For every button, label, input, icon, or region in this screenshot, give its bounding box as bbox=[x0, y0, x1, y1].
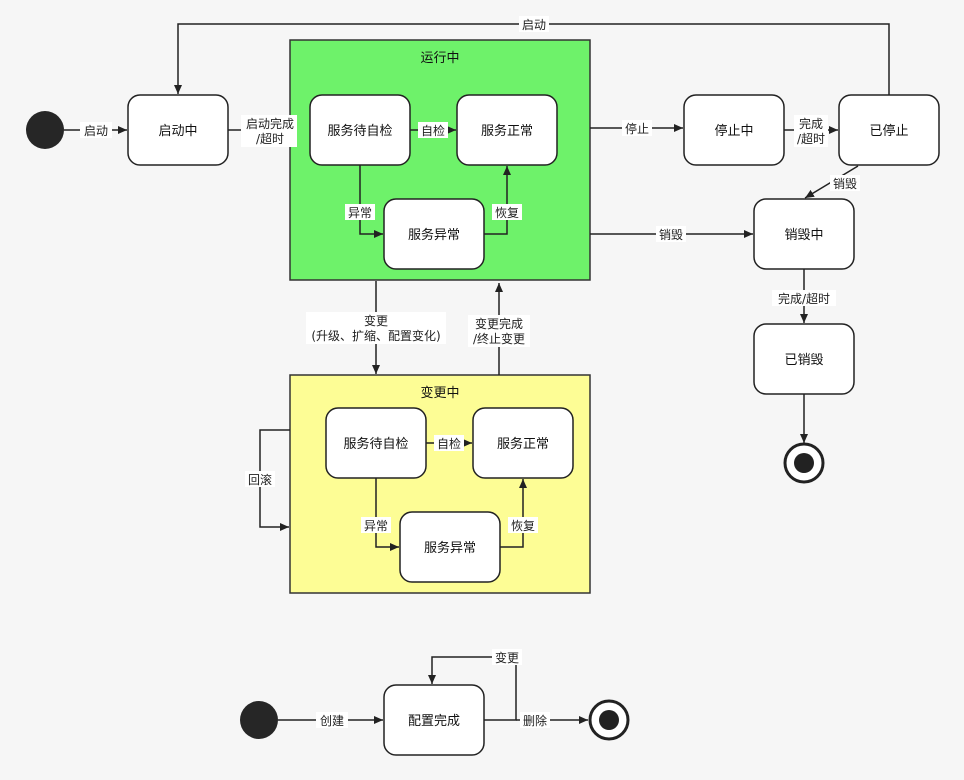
state-stopping[interactable]: 停止中 bbox=[683, 94, 785, 166]
running-group-title: 运行中 bbox=[420, 51, 459, 66]
state-configured[interactable]: 配置完成 bbox=[383, 684, 485, 756]
svg-text:启动完成: 启动完成 bbox=[246, 116, 294, 131]
svg-text:服务异常: 服务异常 bbox=[424, 540, 476, 556]
label-rollback: 回滚 bbox=[245, 471, 275, 487]
state-chg-wait-check[interactable]: 服务待自检 bbox=[325, 407, 427, 479]
svg-text:已销毁: 已销毁 bbox=[784, 353, 823, 368]
svg-text:回滚: 回滚 bbox=[248, 472, 272, 487]
label-create: 创建 bbox=[316, 712, 348, 728]
state-chg-normal[interactable]: 服务正常 bbox=[472, 407, 574, 479]
initial-state-top bbox=[26, 111, 64, 149]
label-start: 启动 bbox=[80, 122, 112, 138]
svg-text:启动: 启动 bbox=[522, 18, 546, 32]
svg-text:创建: 创建 bbox=[320, 714, 344, 728]
label-run-selfcheck: 自检 bbox=[418, 122, 448, 138]
label-run-abnormal: 异常 bbox=[345, 204, 375, 220]
svg-text:恢复: 恢复 bbox=[495, 206, 519, 220]
svg-text:变更: 变更 bbox=[495, 650, 519, 665]
svg-text:销毁中: 销毁中 bbox=[784, 228, 823, 243]
svg-text:启动: 启动 bbox=[84, 124, 108, 138]
svg-text:/超时: /超时 bbox=[256, 131, 284, 146]
svg-text:/终止变更: /终止变更 bbox=[473, 331, 525, 346]
svg-text:服务异常: 服务异常 bbox=[408, 227, 460, 243]
edge-run-recover bbox=[484, 166, 511, 235]
svg-text:变更: 变更 bbox=[364, 313, 388, 328]
state-starting[interactable]: 启动中 bbox=[127, 94, 229, 166]
edge-chg-abnormal bbox=[375, 478, 399, 551]
label-stop: 停止 bbox=[622, 120, 652, 136]
svg-text:服务正常: 服务正常 bbox=[481, 123, 533, 139]
svg-text:配置完成: 配置完成 bbox=[408, 714, 460, 729]
svg-text:变更完成: 变更完成 bbox=[475, 316, 523, 331]
label-destroy-done: 完成/超时 bbox=[772, 290, 836, 306]
final-state-top bbox=[783, 442, 825, 484]
state-run-wait-check[interactable]: 服务待自检 bbox=[309, 94, 411, 166]
svg-text:停止中: 停止中 bbox=[714, 123, 753, 139]
state-run-normal[interactable]: 服务正常 bbox=[456, 94, 558, 166]
svg-text:完成/超时: 完成/超时 bbox=[778, 291, 830, 306]
label-start-done: 启动完成 /超时 bbox=[241, 115, 297, 147]
svg-text:服务待自检: 服务待自检 bbox=[327, 123, 392, 139]
svg-text:删除: 删除 bbox=[523, 713, 547, 728]
edge-run-abnormal bbox=[359, 165, 383, 238]
svg-text:服务待自检: 服务待自检 bbox=[343, 436, 408, 452]
label-restart: 启动 bbox=[519, 16, 549, 32]
label-stopped-destroy: 销毁 bbox=[830, 175, 860, 191]
label-change-done: 变更完成 /终止变更 bbox=[468, 315, 530, 347]
label-modify: 变更 bbox=[492, 649, 522, 665]
svg-text:异常: 异常 bbox=[348, 206, 372, 220]
state-stopped[interactable]: 已停止 bbox=[838, 94, 940, 166]
label-delete: 删除 bbox=[520, 712, 550, 728]
svg-text:已停止: 已停止 bbox=[869, 123, 908, 139]
svg-text:自检: 自检 bbox=[421, 123, 445, 138]
svg-text:完成: 完成 bbox=[799, 116, 823, 131]
edge-chg-recover bbox=[500, 479, 527, 548]
svg-text:/超时: /超时 bbox=[797, 131, 825, 146]
state-chg-abnormal[interactable]: 服务异常 bbox=[399, 511, 501, 583]
svg-text:启动中: 启动中 bbox=[158, 124, 197, 139]
svg-text:停止: 停止 bbox=[625, 121, 649, 136]
state-run-abnormal[interactable]: 服务异常 bbox=[383, 198, 485, 270]
label-chg-abnormal: 异常 bbox=[361, 517, 391, 533]
svg-text:(升级、扩缩、配置变化): (升级、扩缩、配置变化) bbox=[311, 328, 440, 343]
state-destroyed[interactable]: 已销毁 bbox=[753, 323, 855, 395]
svg-text:自检: 自检 bbox=[437, 436, 461, 451]
changing-group-title: 变更中 bbox=[420, 385, 459, 401]
label-destroy: 销毁 bbox=[656, 226, 686, 242]
svg-text:销毁: 销毁 bbox=[833, 176, 857, 191]
label-chg-selfcheck: 自检 bbox=[434, 435, 464, 451]
final-state-bottom bbox=[588, 699, 630, 741]
state-destroying[interactable]: 销毁中 bbox=[753, 198, 855, 270]
svg-text:销毁: 销毁 bbox=[659, 227, 683, 242]
label-change: 变更 (升级、扩缩、配置变化) bbox=[306, 312, 446, 344]
label-run-recover: 恢复 bbox=[492, 204, 522, 220]
svg-text:异常: 异常 bbox=[364, 519, 388, 533]
svg-text:服务正常: 服务正常 bbox=[497, 436, 549, 452]
label-stop-done: 完成 /超时 bbox=[794, 115, 828, 147]
initial-state-bottom bbox=[240, 701, 278, 739]
label-chg-recover: 恢复 bbox=[508, 517, 538, 533]
svg-text:恢复: 恢复 bbox=[511, 519, 535, 533]
